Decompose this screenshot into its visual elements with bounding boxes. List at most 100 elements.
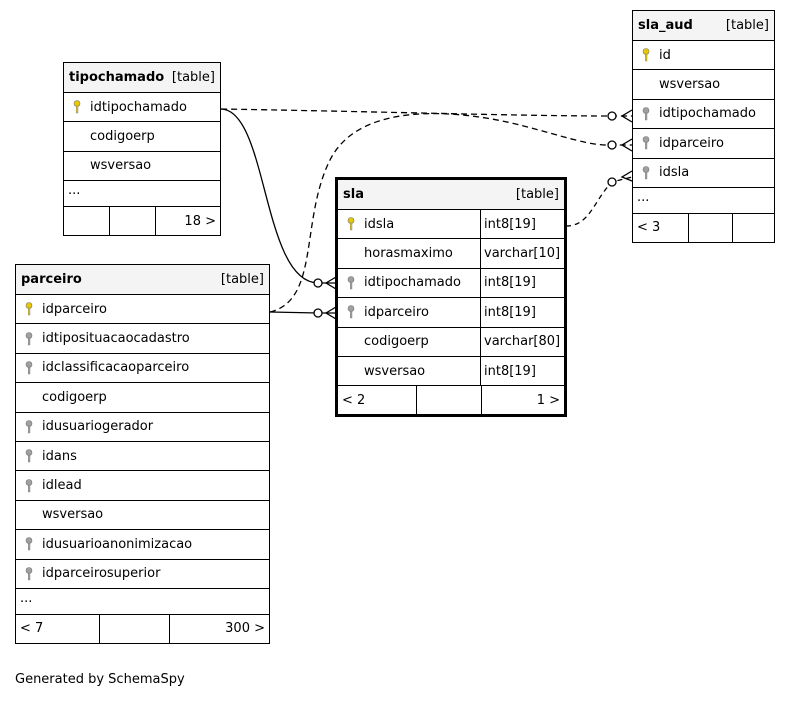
column-name: codigoerp: [364, 334, 429, 350]
table-kind: [table]: [725, 18, 769, 33]
column-row[interactable]: idusuariogerador: [16, 413, 269, 442]
column-type: int8[19]: [480, 210, 564, 239]
column-row[interactable]: codigoerp varchar[80]: [338, 327, 564, 357]
column-row[interactable]: idparceiro: [633, 129, 774, 159]
link-tipochamado-sla-aud: [220, 108, 632, 117]
column-row[interactable]: idparceirosuperior: [16, 560, 269, 589]
column-name: wsversao: [659, 77, 721, 93]
table-name: parceiro: [21, 272, 82, 287]
column-name: idans: [42, 448, 77, 464]
no-key-spacer: [338, 239, 360, 267]
table-header: sla_aud [table]: [633, 11, 774, 41]
column-name: idparceiro: [659, 135, 724, 151]
column-row[interactable]: wsversao: [16, 501, 269, 531]
column-row[interactable]: idans: [16, 442, 269, 472]
column-row[interactable]: codigoerp: [64, 122, 220, 152]
column-name: codigoerp: [90, 129, 155, 145]
column-type: int8[19]: [480, 268, 564, 298]
foreign-key-icon: [16, 530, 38, 558]
column-name: idusuarioanonimizacao: [42, 536, 193, 552]
column-name: idtipochamado: [659, 106, 756, 122]
column-name: idusuariogerador: [42, 419, 154, 435]
table-header: sla [table]: [338, 180, 564, 210]
column-row[interactable]: idsla: [633, 159, 774, 188]
column-name: idsla: [364, 216, 395, 232]
column-name: idsla: [659, 165, 690, 181]
link-end-circle: [313, 278, 323, 288]
generated-by-text: Generated by SchemaSpy: [15, 672, 185, 687]
crowfoot: [620, 109, 633, 123]
column-name: idparceirosuperior: [42, 566, 161, 582]
no-key-spacer: [64, 122, 86, 150]
no-key-spacer: [633, 70, 655, 98]
footer-cell: 18 >: [184, 213, 216, 229]
footer-cell: [100, 614, 170, 643]
more-columns: ...: [633, 188, 774, 214]
primary-key-icon: [633, 41, 655, 69]
table-footer: < 2 1 >: [338, 386, 564, 415]
column-name: wsversao: [42, 507, 104, 523]
column-row[interactable]: idtipochamado: [633, 100, 774, 130]
table-name: sla: [343, 187, 364, 202]
column-type: int8[19]: [480, 298, 564, 327]
column-row[interactable]: id: [633, 41, 774, 71]
link-parceiro-sla-aud: [269, 112, 632, 313]
column-name: idtipochamado: [90, 99, 187, 115]
primary-key-icon: [338, 210, 360, 238]
table-sla-aud[interactable]: sla_aud [table] id wsversao idtipochamado i…: [632, 10, 775, 243]
column-row[interactable]: idparceiro: [16, 295, 269, 325]
link-end-circle: [607, 111, 617, 121]
crowfoot: [324, 276, 337, 290]
foreign-key-icon: [16, 324, 38, 352]
column-type: int8[19]: [480, 356, 564, 386]
table-header: parceiro [table]: [16, 265, 269, 295]
primary-key-icon: [64, 93, 86, 121]
column-row[interactable]: idtipochamado: [64, 93, 220, 123]
link-tipochamado-sla: [220, 108, 336, 284]
primary-key-icon: [16, 295, 38, 323]
foreign-key-icon: [338, 269, 360, 297]
crowfoot: [620, 138, 633, 152]
foreign-key-icon: [16, 442, 38, 470]
footer-cell: < 2: [338, 386, 417, 415]
table-footer: < 3: [633, 213, 774, 242]
column-row[interactable]: idsla int8[19]: [338, 210, 564, 240]
footer-cell: [733, 214, 774, 242]
foreign-key-icon: [633, 100, 655, 128]
no-key-spacer: [16, 383, 38, 411]
crowfoot: [324, 306, 337, 320]
no-key-spacer: [338, 328, 360, 356]
link-end-circle: [313, 308, 323, 318]
column-row[interactable]: idtipochamado int8[19]: [338, 268, 564, 299]
column-type: varchar[80]: [480, 327, 564, 356]
column-row[interactable]: wsversao: [64, 152, 220, 182]
column-name: id: [659, 47, 671, 63]
footer-cell: 300 >: [225, 621, 265, 637]
column-row[interactable]: wsversao: [633, 70, 774, 100]
column-row[interactable]: idlead: [16, 471, 269, 501]
column-row[interactable]: idusuarioanonimizacao: [16, 530, 269, 560]
column-row[interactable]: codigoerp: [16, 383, 269, 413]
column-name: idclassificacaoparceiro: [42, 360, 190, 376]
column-name: horasmaximo: [364, 246, 453, 262]
column-row[interactable]: idclassificacaoparceiro: [16, 354, 269, 384]
table-kind: [table]: [220, 272, 264, 287]
no-key-spacer: [338, 357, 360, 385]
table-footer: < 7 300 >: [16, 614, 269, 643]
link-end-circle: [607, 177, 617, 187]
foreign-key-icon: [338, 298, 360, 326]
more-columns: ...: [64, 181, 220, 208]
footer-cell: < 3: [633, 213, 689, 242]
crowfoot: [620, 170, 633, 182]
footer-cell: [110, 207, 156, 236]
table-name: sla_aud: [638, 18, 693, 33]
column-name: idtipochamado: [364, 275, 461, 291]
column-row[interactable]: idtiposituacaocadastro: [16, 324, 269, 354]
